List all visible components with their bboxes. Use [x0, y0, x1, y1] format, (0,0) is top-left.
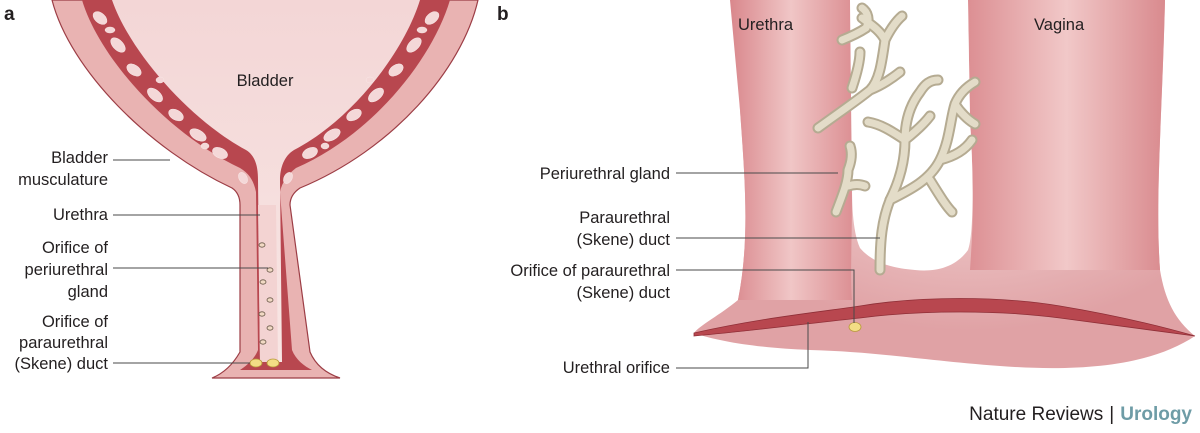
panel-a-leaders: [113, 159, 268, 364]
label-orifice-paraurethral-1: Orifice of paraurethral: [510, 262, 670, 280]
label-periurethral-orifice-3: gland: [68, 283, 108, 301]
label-musculature-1: Bladder: [51, 149, 108, 167]
bladder-lumen: [112, 0, 420, 362]
periurethral-glands: [812, 2, 981, 276]
panel-b: b: [497, 0, 1196, 377]
panel-a: a: [4, 0, 479, 379]
bladder-label: Bladder: [237, 72, 294, 90]
label-urethra-a: Urethra: [53, 206, 109, 224]
panel-b-leaders: [676, 172, 880, 369]
panel-b-letter: b: [497, 4, 509, 25]
label-paraurethral-duct-1: Paraurethral: [579, 209, 670, 227]
label-musculature-2: musculature: [18, 171, 108, 189]
periurethral-orifices: [258, 242, 274, 345]
label-skene-orifice-1: Orifice of: [42, 313, 108, 331]
muscle-bundles: [92, 11, 440, 184]
label-skene-orifice-3: (Skene) duct: [14, 355, 108, 373]
label-orifice-paraurethral-2: (Skene) duct: [576, 284, 670, 302]
journal-credit: Nature Reviews|Urology: [969, 404, 1192, 426]
label-periurethral-orifice-1: Orifice of: [42, 239, 108, 257]
label-skene-orifice-2: paraurethral: [19, 334, 108, 352]
label-periurethral-orifice-2: periurethral: [25, 261, 108, 279]
credit-separator: |: [1109, 404, 1115, 425]
label-periurethral-gland: Periurethral gland: [540, 165, 670, 183]
panel-a-letter: a: [4, 4, 15, 25]
label-urethra-b: Urethra: [738, 16, 794, 34]
vagina-column: [968, 0, 1165, 270]
label-vagina: Vagina: [1034, 16, 1085, 34]
label-urethral-orifice: Urethral orifice: [563, 359, 670, 377]
credit-subject: Urology: [1120, 404, 1192, 425]
urethral-orifice-rim: [693, 298, 1196, 337]
skene-duct-orifice: [848, 322, 862, 332]
urethra-column: [730, 0, 852, 300]
label-paraurethral-duct-2: (Skene) duct: [576, 231, 670, 249]
credit-journal: Nature Reviews: [969, 404, 1104, 425]
